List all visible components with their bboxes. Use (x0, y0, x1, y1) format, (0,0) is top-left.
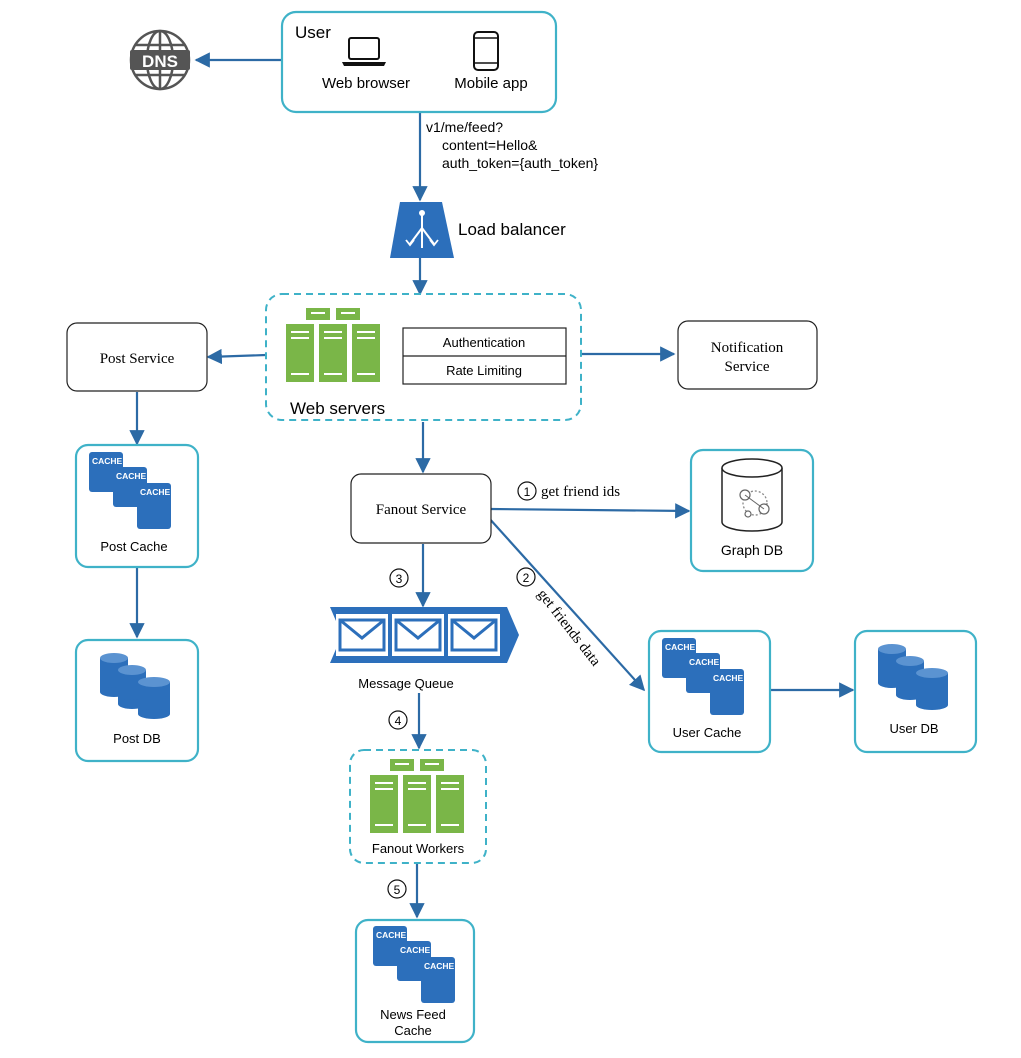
step-1-text: get friend ids (541, 484, 620, 500)
request-line-1: v1/me/feed? (426, 119, 503, 135)
news-feed-cache-node: CACHE CACHE CACHE News Feed Cache (354, 918, 476, 1044)
graph-db-label: Graph DB (721, 542, 783, 558)
step-3-label: 3 (389, 568, 409, 588)
fanout-workers-node: Fanout Workers (349, 749, 487, 864)
database-icon (878, 644, 948, 710)
web-servers-label: Web servers (290, 399, 385, 418)
cache-icon: CACHE CACHE CACHE (662, 638, 744, 715)
post-db-node: Post DB (74, 638, 200, 763)
dns-node: DNS (129, 29, 191, 91)
news-feed-label-line-1: News Feed (380, 1007, 446, 1022)
cache-word-3: CACHE (713, 673, 744, 683)
cache-word-1: CACHE (92, 456, 123, 466)
arrow-web-to-post-service (206, 348, 267, 365)
step-4-number: 4 (395, 714, 402, 728)
notification-label-line-2: Service (725, 359, 770, 375)
cache-word-3: CACHE (424, 961, 455, 971)
server-rack-icon (286, 308, 380, 382)
news-feed-label-line-2: Cache (394, 1023, 432, 1038)
step-1-label: 1 get friend ids (517, 481, 620, 501)
message-queue-node: Message Queue (330, 607, 519, 691)
arrow-fanout-to-user-cache (487, 516, 646, 692)
server-rack-icon (370, 759, 464, 833)
authentication-label: Authentication (443, 335, 525, 350)
request-line-2: content=Hello& (442, 137, 538, 153)
graph-database-icon (721, 458, 783, 532)
post-service-label: Post Service (100, 351, 175, 367)
step-5-label: 5 (387, 879, 407, 899)
load-balancer-label: Load balancer (458, 220, 566, 239)
user-db-node: User DB (853, 629, 978, 754)
step-4-label: 4 (388, 710, 408, 730)
load-balancer-node: Load balancer (390, 202, 566, 258)
fanout-service-label: Fanout Service (376, 502, 467, 518)
post-cache-node: CACHE CACHE CACHE Post Cache (74, 443, 200, 569)
message-queue-icon (330, 607, 519, 663)
user-title: User (295, 23, 331, 42)
cache-word-1: CACHE (665, 642, 696, 652)
step-5-number: 5 (394, 883, 401, 897)
cache-word-2: CACHE (689, 657, 720, 667)
load-balancer-icon (390, 202, 454, 258)
post-db-label: Post DB (113, 731, 161, 746)
step-2-text: get friends data (534, 587, 604, 670)
cache-word-2: CACHE (116, 471, 147, 481)
arrow-fanout-to-graphdb (490, 503, 691, 519)
laptop-icon (342, 37, 386, 66)
user-cache-label: User Cache (673, 725, 742, 740)
user-node: User Web browser Mobile app (280, 10, 558, 114)
notification-service-node: Notification Service (677, 320, 818, 390)
request-line-3: auth_token={auth_token} (442, 155, 598, 171)
fanout-service-node: Fanout Service (350, 473, 492, 544)
step-2-label: 2 get friends data (516, 567, 604, 670)
cache-icon: CACHE CACHE CACHE (373, 926, 455, 1003)
graph-db-node: Graph DB (689, 448, 815, 573)
mobile-app-label: Mobile app (454, 75, 527, 92)
cache-word-1: CACHE (376, 930, 407, 940)
rate-limiting-label: Rate Limiting (446, 363, 522, 378)
notification-service-box (677, 320, 818, 390)
globe-icon (129, 29, 191, 91)
cache-word-2: CACHE (400, 945, 431, 955)
request-url: v1/me/feed? content=Hello& auth_token={a… (426, 119, 598, 171)
message-queue-label: Message Queue (358, 676, 453, 691)
step-2-number: 2 (523, 571, 530, 585)
cache-icon: CACHE CACHE CACHE (89, 452, 171, 529)
dns-label: DNS (142, 52, 178, 71)
post-service-node: Post Service (66, 322, 208, 392)
user-cache-node: CACHE CACHE CACHE User Cache (647, 629, 772, 754)
notification-label-line-1: Notification (711, 340, 784, 356)
step-3-number: 3 (396, 572, 403, 586)
web-browser-label: Web browser (322, 75, 410, 92)
post-service-box (66, 322, 208, 392)
fanout-workers-label: Fanout Workers (372, 841, 465, 856)
web-servers-node: Authentication Rate Limiting Web servers (265, 293, 582, 421)
post-cache-label: Post Cache (100, 539, 167, 554)
mobile-phone-icon (473, 31, 499, 71)
step-1-number: 1 (524, 485, 531, 499)
user-db-label: User DB (889, 721, 938, 736)
fanout-service-box (350, 473, 492, 544)
connectors (129, 52, 855, 919)
cache-word-3: CACHE (140, 487, 171, 497)
user-box (280, 10, 558, 114)
database-icon (100, 653, 170, 719)
